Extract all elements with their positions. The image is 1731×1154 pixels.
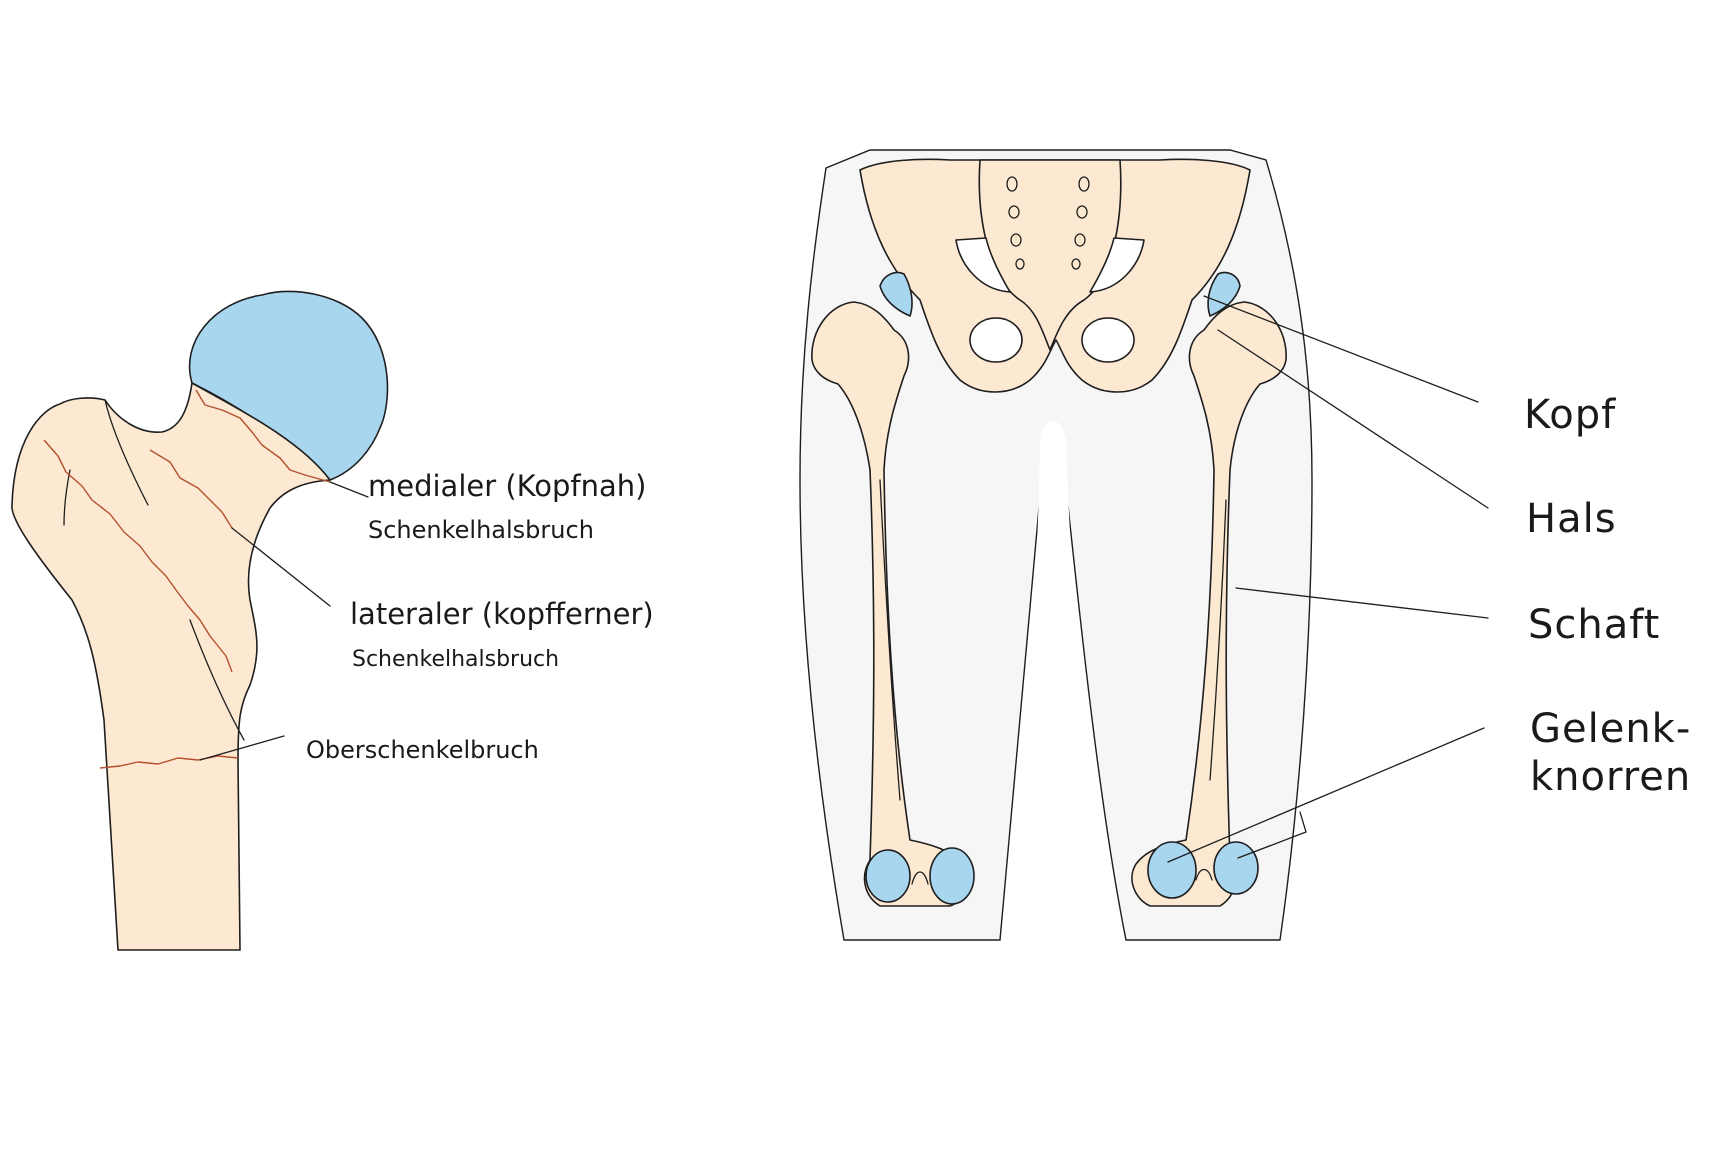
condyle-left-medial (1147, 841, 1197, 899)
sacral-foramina (1006, 176, 1090, 270)
hip-cartilage-right (879, 271, 913, 317)
femur-detail-labels: medialer (Kopfnah) Schenkelhalsbruch lat… (306, 469, 654, 764)
crack-shaft (99, 755, 239, 769)
label-lateral-line2: Schenkelhalsbruch (352, 647, 559, 672)
label-condyles-line2: knorren (1530, 754, 1691, 800)
femur-bone (11, 382, 331, 951)
femur-detail (11, 290, 389, 951)
label-shaft: Schaft (1528, 602, 1660, 648)
label-medial-line2: Schenkelhalsbruch (368, 516, 594, 544)
condyle-left-lateral (1213, 841, 1259, 895)
skeleton-front-view (799, 149, 1489, 941)
label-medial-line1: medialer (Kopfnah) (368, 469, 646, 503)
crack-lateral (149, 449, 233, 529)
label-lateral-line1: lateraler (kopfferner) (350, 597, 654, 631)
skeleton-labels: Kopf Hals Schaft Gelenk- knorren (1524, 392, 1691, 800)
label-neck: Hals (1526, 496, 1617, 542)
crack-medial (195, 389, 331, 483)
hip-cartilage-left (1207, 271, 1241, 317)
label-condyles-line1: Gelenk- (1530, 706, 1691, 752)
femur-right (811, 301, 971, 907)
label-shaft-fracture: Oberschenkelbruch (306, 736, 539, 764)
condyle-right-lateral (929, 847, 975, 905)
crack-trochanter (43, 439, 233, 673)
label-head: Kopf (1524, 392, 1616, 438)
condyle-right-medial (865, 849, 911, 903)
